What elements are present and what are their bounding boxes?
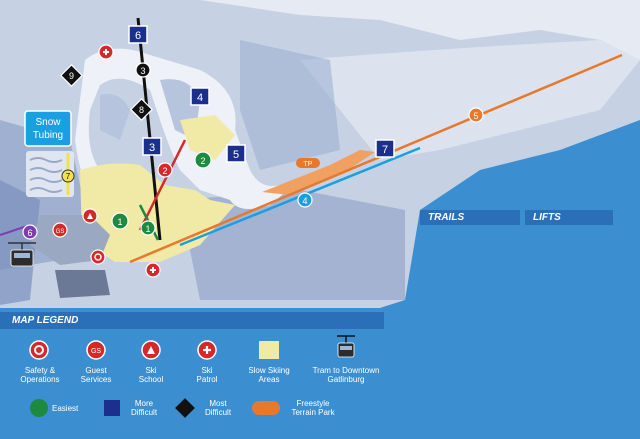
tubing-line1: Snow [35,117,61,128]
ski-patrol-icon [197,340,217,360]
trail-marker-most-difficult[interactable]: 9 [60,64,83,87]
lifts-header: LIFTS [525,210,613,225]
lift-marker[interactable]: 5 [468,107,484,123]
snow-ridge [300,40,640,160]
svg-text:7: 7 [66,172,71,181]
lift-marker[interactable]: 4 [297,192,313,208]
ski-school-icon[interactable] [82,208,98,224]
most-difficult-icon [175,398,195,418]
safety-icon [29,340,49,360]
svg-text:7: 7 [382,144,388,156]
guest-services-icon[interactable]: GS [52,222,68,238]
svg-text:5: 5 [473,111,478,121]
ski-school-icon [141,340,161,360]
terrain-park-badge[interactable]: TP [296,158,320,168]
lift-marker[interactable]: 2 [157,162,173,178]
svg-text:3: 3 [140,66,145,76]
snow-tubing-sign[interactable]: Snow Tubing [24,110,72,147]
terrain-park-icon [252,401,280,415]
lift-marker[interactable]: 3 [135,62,151,78]
svg-text:GS: GS [56,229,65,235]
lift-marker[interactable]: 1 [140,220,156,236]
tram-icon [337,335,355,358]
svg-text:6: 6 [135,30,141,42]
svg-text:2: 2 [162,166,167,176]
parking [55,270,110,298]
trail-marker-easiest[interactable]: 1 [111,212,129,230]
lift-line-red [138,139,187,231]
slow-skiing-area [180,115,235,160]
trail-marker-most-difficult[interactable]: 8 [130,98,153,121]
lift-marker[interactable]: 4 [190,87,210,106]
forest-shade [240,40,340,170]
trail-marker-easiest[interactable]: 2 [194,151,212,169]
svg-text:1: 1 [117,217,122,227]
lift-marker[interactable]: 5 [226,144,246,163]
svg-text:3: 3 [149,142,155,154]
svg-text:1: 1 [145,224,150,234]
slow-skiing-swatch [259,341,279,359]
guest-services-icon: GS [86,340,106,360]
legend-label-safety: Safety &Operations [20,366,60,384]
svg-text:5: 5 [233,149,239,161]
lift-marker[interactable]: 6 [22,224,38,240]
ski-patrol-icon[interactable] [98,44,114,60]
svg-text:9: 9 [69,71,74,81]
more-difficult-icon [104,400,120,416]
lift-marker[interactable]: 7 [61,169,75,183]
lift-line-orange [129,53,623,264]
lift-marker[interactable]: 3 [142,137,162,156]
svg-text:TP: TP [304,161,313,168]
legend-label-easiest: Easiest [52,404,79,413]
trails-header: TRAILS [420,210,520,225]
legend-title: MAP LEGEND [0,312,384,329]
tubing-lanes [26,151,74,197]
lift-line-black [136,17,162,241]
svg-text:2: 2 [200,156,205,166]
tree-island [100,94,130,140]
lift-marker[interactable]: 6 [128,25,148,44]
tram-icon[interactable] [8,242,36,267]
svg-text:GS: GS [91,348,101,355]
svg-text:8: 8 [139,105,144,115]
safety-icon[interactable] [90,249,106,265]
terrain-park [262,150,375,195]
easiest-icon [30,399,48,417]
svg-text:4: 4 [302,196,307,206]
tubing-line2: Tubing [33,130,63,141]
ski-patrol-icon[interactable] [145,262,161,278]
base-lodge [30,215,110,265]
svg-text:6: 6 [27,228,32,238]
svg-text:4: 4 [197,92,203,104]
snow-peaks [200,0,640,60]
lift-marker[interactable]: 7 [375,139,395,158]
